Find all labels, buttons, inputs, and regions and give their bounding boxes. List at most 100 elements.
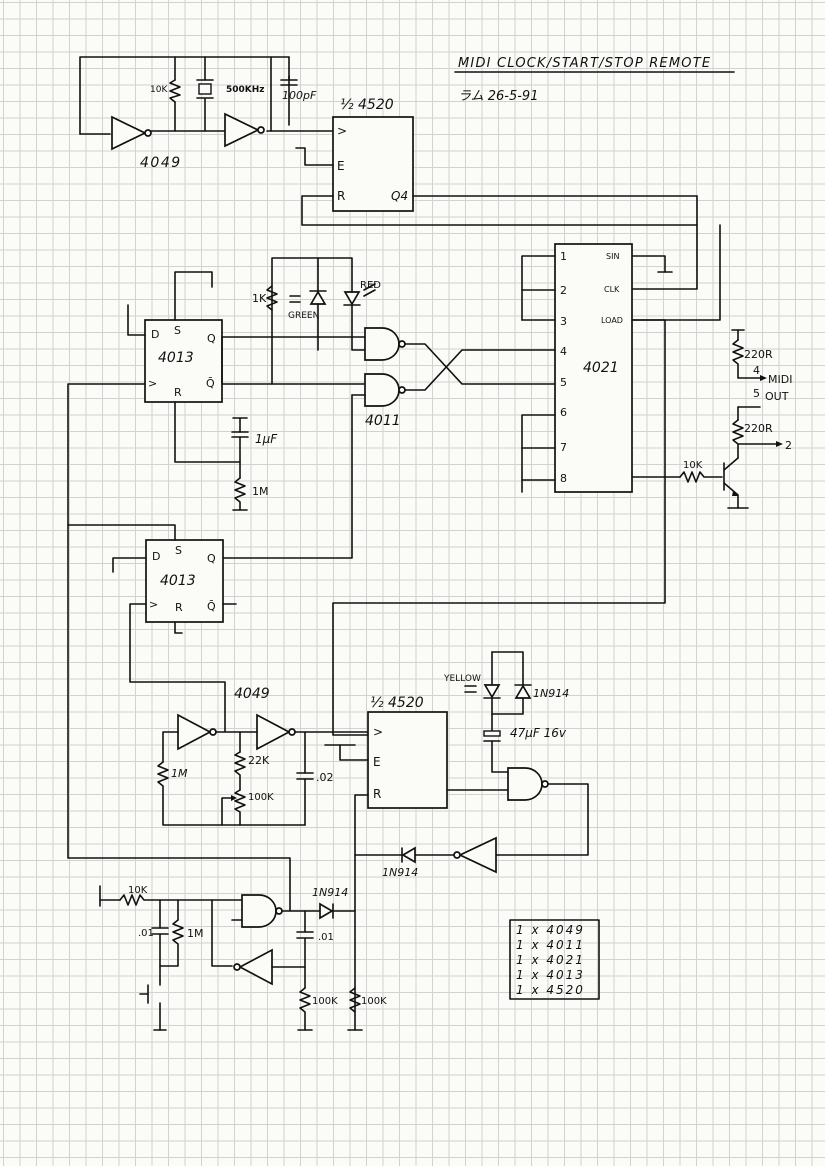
label-pin4: 4: [753, 364, 760, 377]
pin-8-4021: 8: [560, 472, 567, 485]
label-4021: 4021: [583, 360, 619, 376]
ff1-pin-clk: >: [148, 377, 157, 390]
ff2-pin-clk: >: [149, 598, 158, 611]
midi-pin4-arrow: [760, 375, 767, 381]
led-red: [343, 265, 376, 321]
nand-4011-d: [241, 894, 283, 928]
ff2-pin-qbar: Q̄: [207, 600, 216, 613]
label-r10k-top: 10K: [150, 85, 168, 95]
resistor-1m-osc: [157, 761, 306, 826]
diode-1n914-a: [491, 684, 532, 715]
diode-1n914-c: [319, 902, 334, 920]
capacitor-100pf: [280, 79, 298, 86]
pin-sin-4021: SIN: [606, 252, 619, 261]
resistor-10k-transistor: [679, 471, 723, 483]
pin-r-4520-bottom: R: [373, 787, 381, 801]
resistor-22k: [234, 751, 246, 791]
ff1-pin-qbar: Q̄: [206, 377, 215, 390]
crystal-oscillator: [79, 56, 341, 135]
pin-clk-4021: CLK: [604, 285, 620, 294]
pin-clk-4520-top: >: [337, 124, 347, 138]
capacitor-01-a: [151, 927, 169, 935]
label-r100k-pot: 100K: [248, 792, 274, 803]
label-led-green: GREEN: [288, 311, 319, 321]
led-green: [289, 265, 327, 319]
resistor-10k-top: [169, 79, 181, 103]
pin-3-4021: 3: [560, 315, 567, 328]
inverter-4049-sw: [233, 948, 273, 986]
label-pin2: 2: [785, 439, 792, 452]
label-r10k-sw: 10K: [128, 885, 148, 896]
nand-4011-c: [507, 767, 549, 801]
resistor-100k-a: [297, 987, 313, 1031]
resistor-10k-sw: [119, 894, 243, 906]
inverter-4049-bottom-a: [177, 713, 217, 751]
label-4520-bottom: ½ 4520: [370, 695, 424, 711]
label-c02: .02: [316, 771, 334, 784]
schematic-title: MIDI CLOCK/START/STOP REMOTE: [458, 56, 711, 71]
label-c01-b: .01: [318, 932, 334, 943]
capacitor-01-b: [296, 931, 314, 939]
label-4013-top: 4013: [158, 350, 194, 366]
label-r100k-a: 100K: [312, 996, 338, 1007]
label-r1k: 1K: [252, 292, 267, 305]
flipflop-4013-top: D S Q Q̄ > R 4013: [144, 319, 223, 403]
pushbutton-switch: [139, 979, 167, 1031]
parts-list-row: 1 x 4049: [516, 923, 585, 937]
resistor-1k: [266, 285, 278, 311]
ff2-pin-r: R: [175, 601, 183, 614]
shift-register-4021: 1 2 3 4 5 6 7 8 SIN CLK LOAD 4021: [554, 243, 633, 493]
ff2-pin-s: S: [175, 544, 182, 557]
potentiometer-100k: [221, 789, 246, 826]
resistor-220r-a: [732, 339, 761, 379]
counter-4520-bottom: > E R: [367, 711, 448, 809]
diode-1n914-b: [401, 846, 416, 864]
label-r220-b: 220R: [744, 422, 773, 435]
pin-load-4021: LOAD: [601, 316, 623, 325]
inverter-4049-top-b: [224, 112, 265, 148]
label-r1m-sw: 1M: [187, 927, 204, 940]
resistor-1m-top: [232, 477, 248, 511]
pin-6-4021: 6: [560, 406, 567, 419]
parts-list-row: 1 x 4013: [516, 968, 585, 982]
parts-list-row: 1 x 4021: [516, 953, 585, 967]
nand-4011-b: [364, 373, 406, 407]
crystal-500khz: [196, 79, 214, 99]
label-led-red: RED: [360, 280, 381, 291]
label-crystal: 500KHz: [226, 85, 265, 95]
pin-5-4021: 5: [560, 376, 567, 389]
label-midi-out2: OUT: [765, 390, 789, 403]
pin-7-4021: 7: [560, 441, 567, 454]
label-c1uf: 1μF: [255, 432, 278, 446]
pin-r-4520-top: R: [337, 189, 345, 203]
label-r100k-b: 100K: [361, 996, 387, 1007]
label-r220-a: 220R: [744, 348, 773, 361]
resistor-1m-sw: [159, 919, 184, 967]
pin-q4-4520-top: Q4: [391, 189, 408, 203]
pin-4-4021: 4: [560, 345, 567, 358]
capacitor-47uf: [483, 730, 501, 742]
label-r22k: 22K: [248, 754, 270, 767]
label-d1n914-a: 1N914: [533, 687, 569, 700]
label-d1n914-b: 1N914: [382, 866, 418, 879]
nand-4011-a: [364, 327, 406, 361]
inverter-4049-top-a: [111, 115, 152, 151]
midi-pin2-arrow: [776, 441, 783, 447]
capacitor-1uf: [231, 417, 249, 479]
label-r10k-tr: 10K: [683, 460, 703, 471]
parts-list-row: 1 x 4520: [516, 983, 585, 997]
label-pin5: 5: [753, 387, 760, 400]
pin-2-4021: 2: [560, 284, 567, 297]
label-4049-top: 4049: [140, 155, 182, 171]
pin-clk-4520-bottom: >: [373, 725, 383, 739]
label-4049-bottom: 4049: [234, 686, 270, 702]
ff1-pin-d: D: [151, 328, 159, 341]
flipflop-4013-bottom: D S Q Q̄ > R 4013: [145, 539, 224, 623]
label-midi-out: MIDI: [768, 373, 792, 386]
label-4011: 4011: [365, 413, 401, 429]
resistor-100k-b: [347, 987, 363, 1031]
label-c01-a: .01: [138, 928, 154, 939]
label-d1n914-c: 1N914: [312, 886, 348, 899]
